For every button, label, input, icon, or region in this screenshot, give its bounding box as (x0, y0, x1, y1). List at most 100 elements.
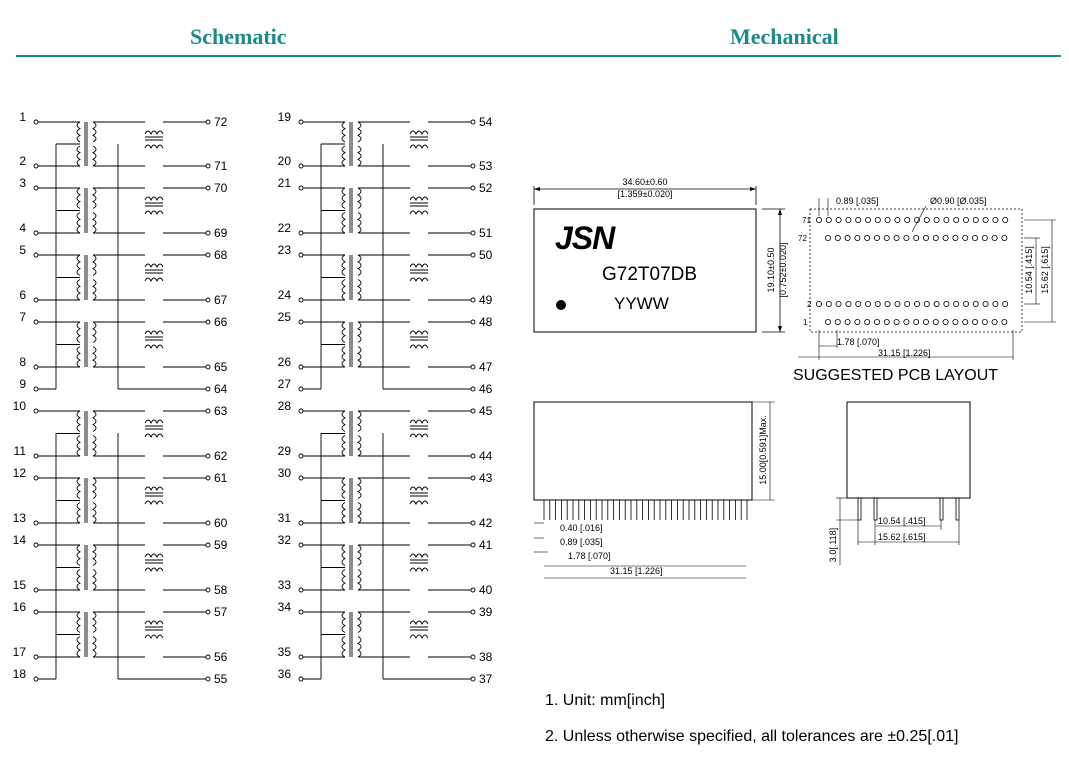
choke-winding (409, 634, 429, 640)
coil-winding (92, 477, 97, 499)
pin-label: 44 (479, 449, 493, 463)
pcb-hole (884, 216, 891, 223)
pin-label: 4 (19, 221, 26, 235)
coil-winding (341, 321, 346, 343)
pcb-hole (834, 318, 841, 325)
pin-label: 17 (13, 645, 27, 659)
pcb-hole (952, 234, 959, 241)
pcb-hole (854, 318, 861, 325)
coil-winding (341, 410, 346, 432)
coil-winding (357, 254, 362, 276)
schematic-heading: Schematic (190, 24, 287, 49)
pcb-pin-label: 72 (798, 234, 807, 243)
choke-winding (144, 263, 164, 269)
choke-winding (409, 344, 429, 350)
coil-winding (76, 611, 81, 633)
coil-winding (76, 254, 81, 276)
pin-label: 52 (479, 181, 493, 195)
pin-label: 6 (19, 288, 26, 302)
choke-winding (409, 130, 429, 136)
pcb-hole (914, 300, 921, 307)
coil-winding (76, 636, 81, 658)
pcb-hole (894, 300, 901, 307)
pcb-hole (972, 300, 979, 307)
top-width-inch: [0.752±0.020] (778, 243, 788, 298)
pin-label: 11 (14, 444, 27, 458)
coil-winding (92, 502, 97, 524)
pin-label: 24 (278, 288, 292, 302)
top-width-dim: 19.10±0.50 (766, 248, 776, 293)
pin-label: 1 (19, 110, 26, 124)
pcb-hole (953, 216, 960, 223)
coil-winding (76, 477, 81, 499)
coil-winding (92, 569, 97, 591)
pcb-hole (825, 216, 832, 223)
coil-winding (357, 279, 362, 301)
choke-winding (409, 500, 429, 506)
coil-winding (341, 544, 346, 566)
coil-winding (341, 569, 346, 591)
coil-winding (76, 544, 81, 566)
coil-winding (92, 636, 97, 658)
part-number: G72T07DB (602, 264, 698, 285)
pcb-hole (874, 318, 881, 325)
choke-winding (409, 196, 429, 202)
choke-winding (409, 330, 429, 336)
pin-label: 50 (479, 248, 493, 262)
pin-label: 67 (214, 293, 228, 307)
pcb-layout: 0.89 [.035] Ø0.90 [Ø.035] 71 72 2 1 10.5… (798, 196, 1056, 360)
top-view: 34.60±0.60 [1.359±0.020] 19.10±0.50 [0.7… (533, 177, 788, 333)
pcb-hole (943, 216, 950, 223)
pcb-hole (1002, 216, 1009, 223)
coil-winding (92, 410, 97, 432)
pcb-hole (825, 300, 832, 307)
pin-label: 38 (479, 650, 493, 664)
choke-winding (144, 144, 164, 150)
pcb-hole (864, 234, 871, 241)
pcb-hole (913, 234, 920, 241)
coil-winding (357, 346, 362, 368)
side-lead-pitch: 0.89 [.035] (560, 537, 603, 547)
choke-winding (144, 433, 164, 439)
coil-winding (76, 212, 81, 234)
pin-label: 46 (479, 382, 493, 396)
pin-label: 9 (19, 377, 26, 391)
pin-label: 49 (479, 293, 493, 307)
pin-label: 25 (278, 310, 292, 324)
pcb-hole (981, 318, 988, 325)
date-code: YYWW (614, 294, 669, 313)
pin-label: 8 (19, 355, 26, 369)
pcb-hole (962, 234, 969, 241)
pin-label: 12 (13, 466, 27, 480)
coil-winding (357, 502, 362, 524)
pin-label: 32 (278, 533, 292, 547)
coil-winding (92, 121, 97, 143)
pin-label: 36 (278, 667, 292, 681)
pin-label: 65 (214, 360, 228, 374)
pcb-hole (932, 318, 939, 325)
choke-winding (144, 567, 164, 573)
coil-winding (357, 477, 362, 499)
coil-winding (76, 502, 81, 524)
pin-label: 45 (479, 404, 493, 418)
coil-winding (357, 321, 362, 343)
pin-label: 22 (278, 221, 292, 235)
pin-label: 41 (479, 538, 493, 552)
pcb-hole (953, 300, 960, 307)
pcb-hole (923, 234, 930, 241)
pin-label: 37 (479, 672, 493, 686)
header-divider (16, 55, 1061, 57)
choke-winding (144, 634, 164, 640)
end-row2: 15.62 [.615] (878, 532, 926, 542)
pin-label: 2 (19, 154, 26, 168)
pcb-hole (982, 300, 989, 307)
pcb-hole (883, 234, 890, 241)
pin-label: 16 (13, 600, 27, 614)
side-total: 31.15 [1.226] (610, 566, 663, 576)
pin-label: 23 (278, 243, 292, 257)
choke-winding (409, 567, 429, 573)
pcb-hole (1001, 318, 1008, 325)
pcb-hole (874, 216, 881, 223)
coil-winding (341, 435, 346, 457)
choke-winding (144, 196, 164, 202)
